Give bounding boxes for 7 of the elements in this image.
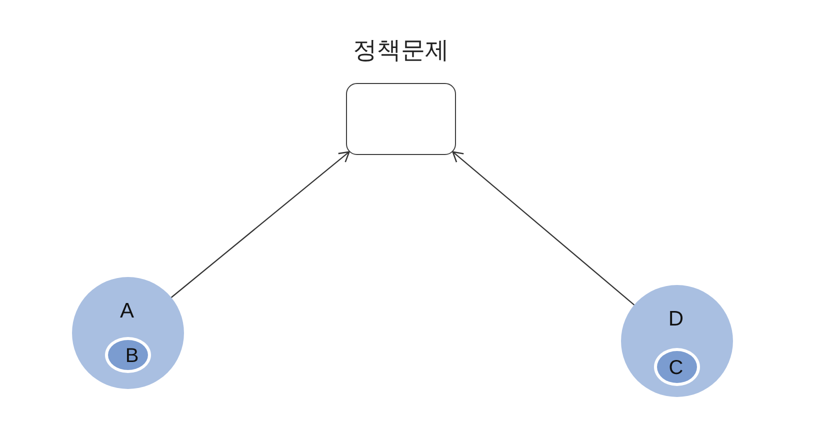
arrow (452, 151, 635, 306)
letter-label: A (120, 300, 134, 322)
inner-circle: B (105, 337, 151, 373)
letter-label: D (668, 308, 684, 330)
arrow (170, 151, 350, 298)
heading: 정책문제 (353, 36, 449, 66)
inner-circle: C (654, 348, 700, 386)
